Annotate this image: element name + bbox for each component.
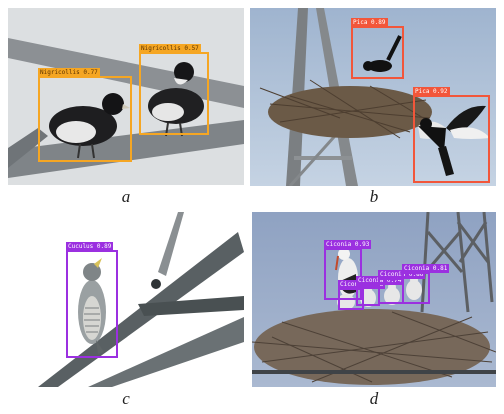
detection-box: Nigricollis 0.57	[139, 44, 209, 135]
panel-a-photo: Nigricollis 0.77 Nigricollis 0.57	[8, 8, 244, 185]
panel-c-caption: c	[122, 389, 130, 408]
detection-box: Ciconia 0.81	[402, 264, 450, 304]
panel-c-photo: Cuculus 0.89	[8, 212, 244, 387]
panel-a-caption: a	[121, 187, 131, 206]
panel-c-scene	[8, 212, 244, 387]
detection-label: Ciconia 0.81	[402, 264, 450, 273]
bird-pica-1	[368, 60, 392, 72]
detection-box: Nigricollis 0.77	[38, 68, 132, 162]
panel-d-photo: Ciconia 0.93 Ciconia 0.73 Ciconia 0.74 C…	[252, 212, 496, 387]
bird-cuculus	[78, 258, 106, 354]
detection-label: Nigricollis 0.77	[38, 68, 100, 77]
detection-box: Ciconia 0.93	[324, 240, 372, 300]
detection-box: Ciconia 0.86	[378, 270, 426, 304]
detection-box: Pica 0.92	[413, 87, 490, 183]
detection-box: Cuculus 0.89	[66, 242, 118, 358]
detection-label: Cuculus 0.89	[66, 242, 114, 251]
detection-box: Pica 0.89	[351, 18, 404, 79]
bird-pica-2	[418, 105, 490, 176]
detection-label: Nigricollis 0.57	[139, 44, 201, 53]
nest	[268, 86, 432, 138]
panel-b-scene	[250, 8, 496, 186]
panel-d-scene	[252, 212, 496, 387]
detection-label: Pica 0.92	[413, 87, 450, 96]
detection-box: Ciconia 0.74	[356, 276, 404, 306]
panel-b-photo: Pica 0.89 Pica 0.92	[250, 8, 496, 186]
detection-label: Pica 0.89	[351, 18, 388, 27]
detection-label: Ciconia 0.86	[378, 270, 426, 279]
panel-b-caption: b	[369, 187, 379, 206]
panel-d-caption: d	[369, 389, 379, 408]
detection-label: Ciconia 0.93	[324, 240, 372, 249]
